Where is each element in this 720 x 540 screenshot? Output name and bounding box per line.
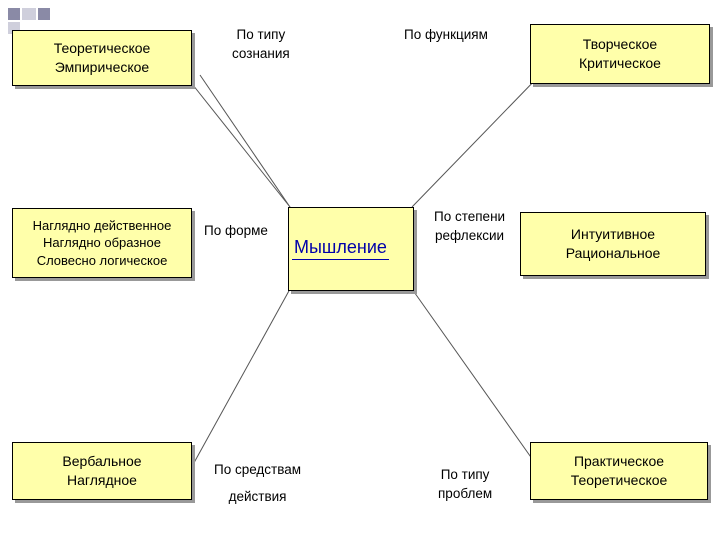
box-line: Практическое <box>573 453 665 470</box>
criterion-line: По средствам <box>214 462 302 477</box>
box-line: Вербальное <box>62 453 142 470</box>
criterion-line: действия <box>228 489 287 504</box>
center-box <box>288 207 414 291</box>
box-function-types: Творческое Критическое <box>530 24 710 84</box>
criterion-line: По типу <box>236 27 286 42</box>
box-line: Теоретическое <box>570 472 668 488</box>
box-form-types: Наглядно действенное Наглядно образное С… <box>12 208 192 278</box>
box-line: Творческое <box>582 36 658 53</box>
criterion-function: По функциям <box>404 26 488 45</box>
criterion-line: По форме <box>204 223 268 238</box>
line-bottom-left <box>189 288 291 471</box>
box-line: Рациональное <box>565 245 661 261</box>
box-line: Наглядно действенное <box>32 217 172 233</box>
box-line: Наглядное <box>67 472 137 488</box>
box-problem-types: Практическое Теоретическое <box>530 442 708 500</box>
box-line: Наглядно образное <box>43 235 161 251</box>
box-line: Словесно логическое <box>36 252 168 268</box>
criterion-reflexion: По степени рефлексии <box>434 208 505 246</box>
box-line: Эмпирическое <box>54 59 150 75</box>
line-top-right <box>411 74 541 208</box>
box-line: Критическое <box>579 55 661 71</box>
criterion-line: проблем <box>438 485 493 501</box>
box-line: Теоретическое <box>53 40 151 57</box>
criterion-means: По средствам действия <box>214 456 301 510</box>
center-title: Мышление <box>292 237 389 260</box>
criterion-line: сознания <box>232 45 290 61</box>
criterion-line: По функциям <box>404 27 488 42</box>
line-top-left-1 <box>184 74 291 208</box>
box-consciousness-types: Теоретическое Эмпирическое <box>12 30 192 86</box>
box-means-types: Вербальное Наглядное <box>12 442 192 500</box>
criterion-line: рефлексии <box>434 227 505 243</box>
corner-square-dark <box>8 8 20 20</box>
corner-square-light <box>22 8 36 20</box>
criterion-line: По степени <box>434 209 506 224</box>
corner-square-dark <box>38 8 50 20</box>
criterion-problems: По типу проблем <box>438 466 492 504</box>
criterion-consciousness: По типу сознания <box>232 26 290 64</box>
box-line: Интуитивное <box>570 226 656 243</box>
box-reflexion-types: Интуитивное Рациональное <box>520 212 706 276</box>
criterion-line: По типу <box>440 467 490 482</box>
criterion-form: По форме <box>204 222 268 241</box>
line-bottom-right <box>411 288 541 471</box>
line-top-left-2 <box>199 74 291 208</box>
